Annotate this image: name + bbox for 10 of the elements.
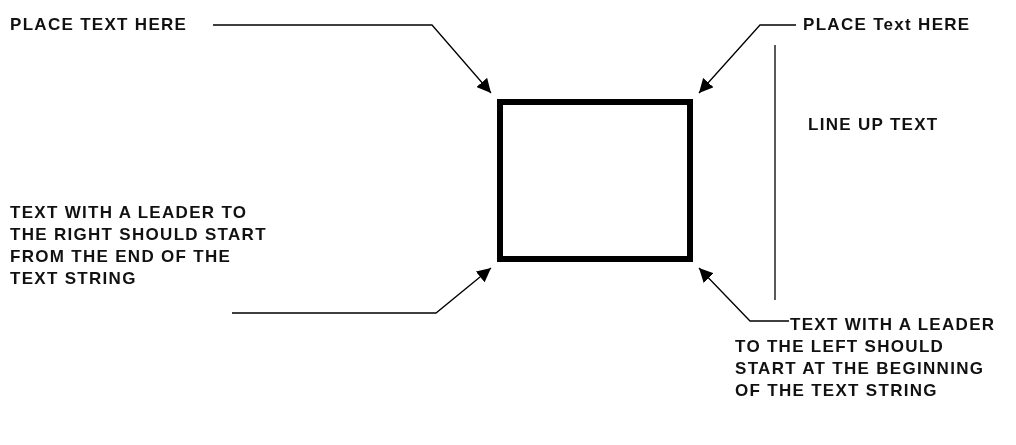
leader-line <box>212 24 492 94</box>
callout-text: PLACE Text HERE <box>803 14 971 36</box>
callout-text: TEXT WITH A LEADER TO THE RIGHT SHOULD START FROM THE END OF THE TEXT STRING <box>10 202 285 290</box>
leader-line <box>231 267 492 314</box>
callout-text: TEXT WITH A LEADER TO THE LEFT SHOULD START AT THE BEGINNING OF THE TEXT STRING <box>735 314 997 402</box>
callout-text: PLACE TEXT HERE <box>10 14 188 36</box>
square-outline <box>497 99 693 262</box>
note-text: LINE UP TEXT <box>808 114 939 136</box>
leader-line <box>698 24 797 94</box>
leader-line <box>698 267 790 322</box>
